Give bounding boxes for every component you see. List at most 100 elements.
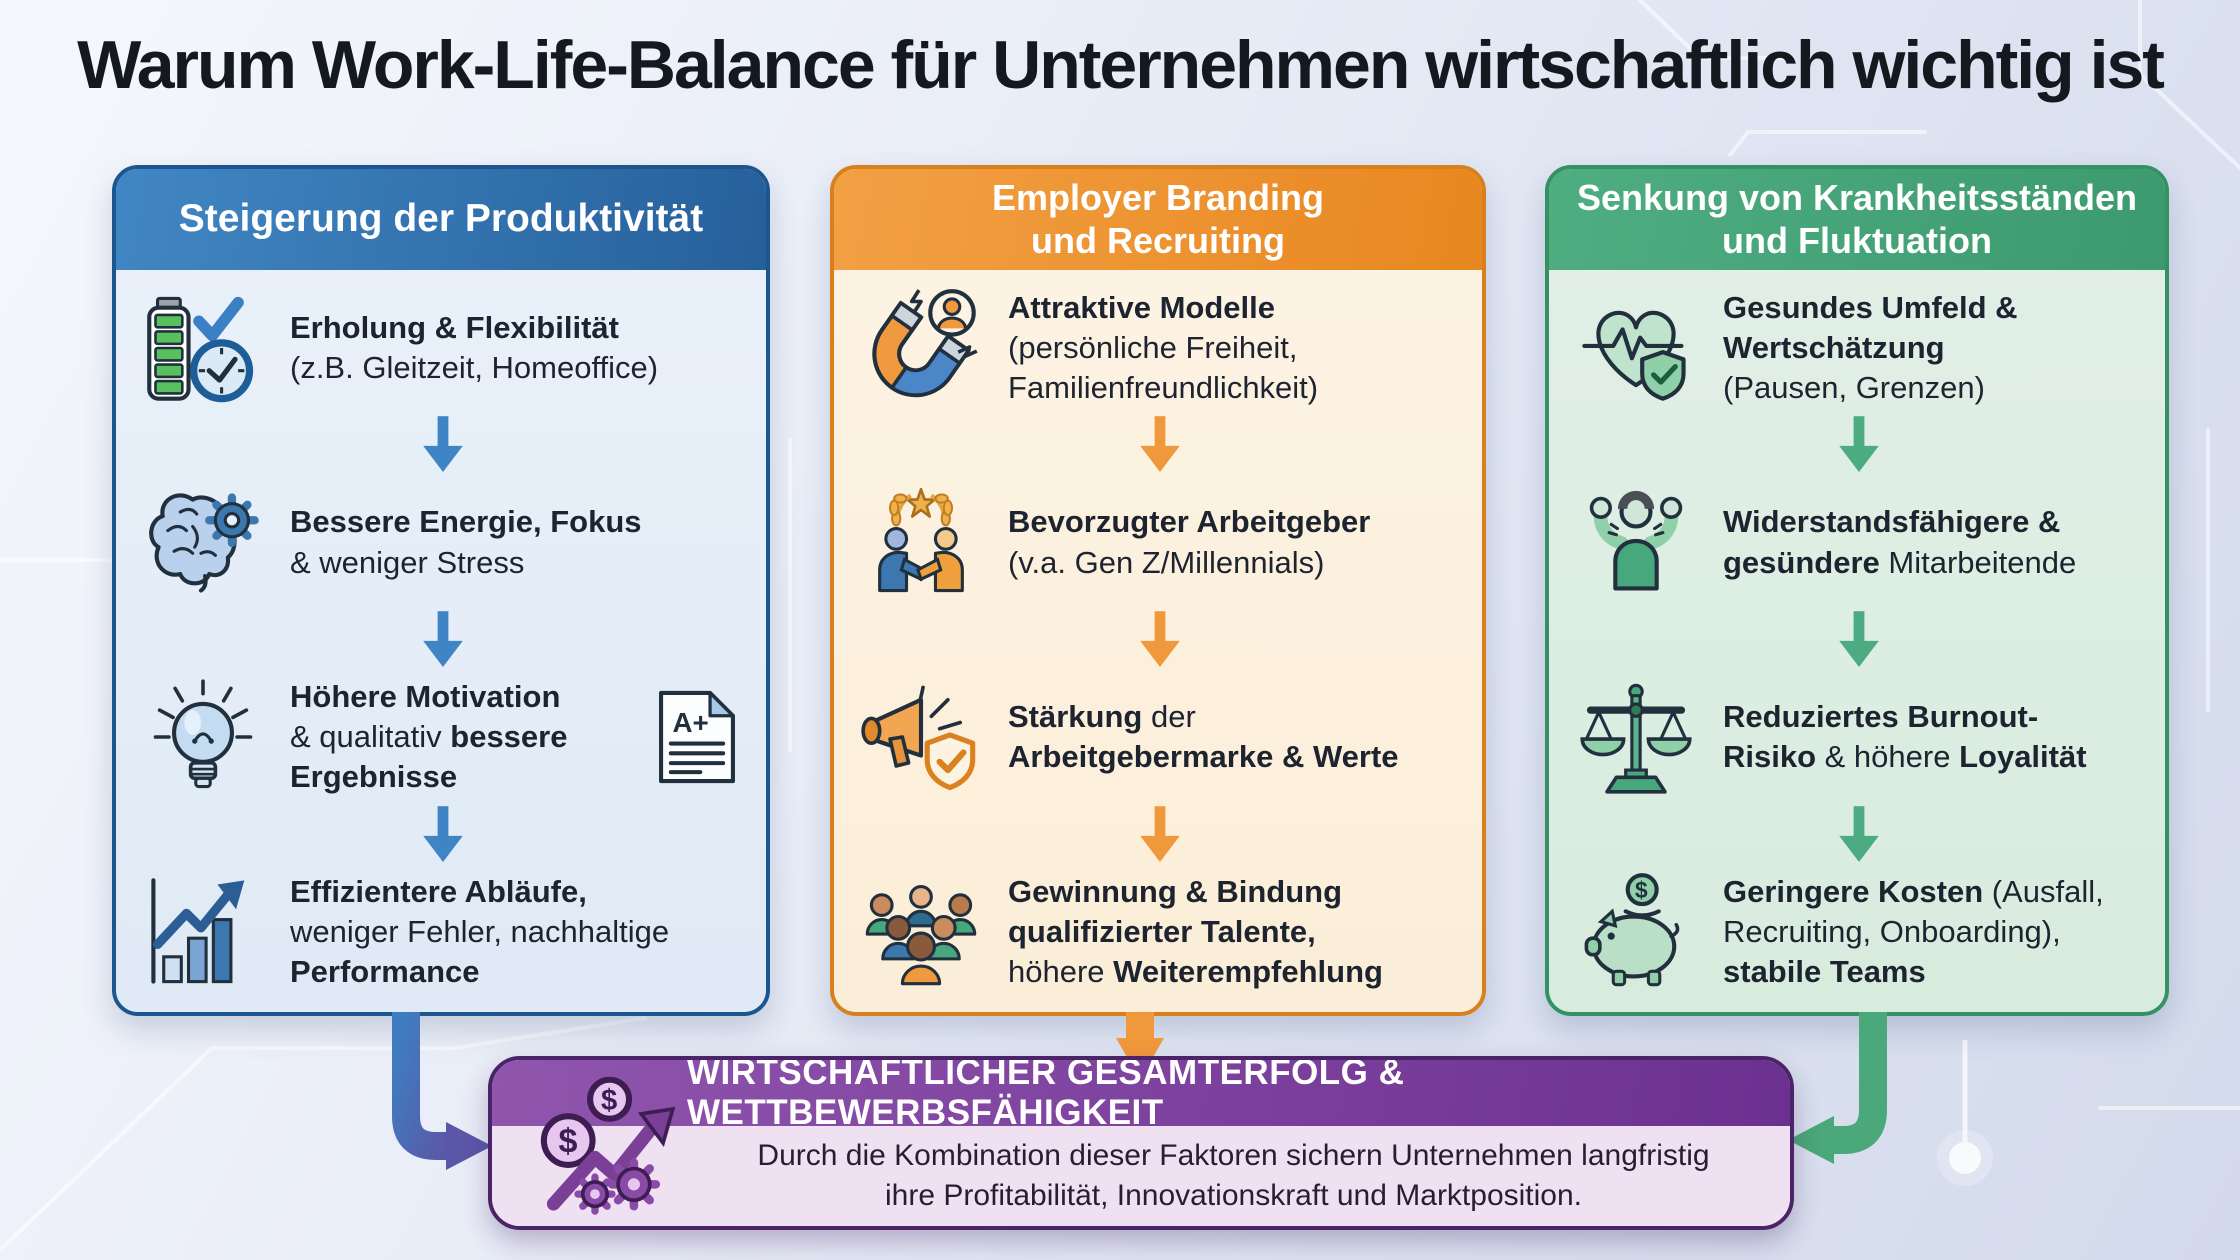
column-item: Effizientere Abläufe, weniger Fehler, nac… [140,870,746,994]
column-body-employer-branding: Attraktive Modelle (persönliche Freiheit,… [834,270,1482,1012]
page-title: Warum Work-Life-Balance für Unternehmen … [77,27,2165,103]
item-text-line: Ergebnisse [290,759,458,795]
column-header-line: und Fluktuation [1722,219,1992,261]
banner-line-1: Durch die Kombination dieser Faktoren si… [757,1139,1710,1173]
banner-line-2: ihre Profitabilität, Innovationskraft un… [884,1179,1583,1212]
item-text: Bessere Energie, Fokus & weniger Stress [290,502,746,583]
flow-down-arrow-icon [1832,805,1886,864]
item-text: Gewinnung & Bindung qualifizierter Talent… [1008,872,1462,993]
blue-connector-arrow [392,1012,492,1170]
item-text-line: weniger Fehler, nachhaltige [290,913,670,949]
item-text: Widerstandsfähigere & gesündere Mitarbeit… [1723,502,2145,583]
summary-banner: WIRTSCHAFTLICHER GESAMTERFOLG & WETTBEWE… [488,1056,1794,1230]
column-item: Attraktive Modelle (persönliche Freiheit,… [858,286,1462,410]
item-text-line: höhere Weiterempfehlung [1008,954,1383,990]
flow-down-arrow-icon [1133,416,1187,474]
column-header-line: und Recruiting [1031,219,1285,261]
item-text-line: (Pausen, Grenzen) [1723,370,1985,406]
item-text-line: Geringere Kosten (Ausfall, [1723,873,2104,909]
banner-title: WIRTSCHAFTLICHER GESAMTERFOLG & WETTBEWE… [687,1056,1405,1132]
column-productivity: Steigerung der Produktivität Erholung & … [112,165,770,1016]
aplus-doc-icon: A+ [648,678,746,796]
column-item: $ Geringere Kosten (Ausfall, Recruiting, … [1573,870,2145,994]
item-text: Effizientere Abläufe, weniger Fehler, nac… [290,872,746,993]
item-text-line: Wertschätzung [1723,329,1945,365]
battery-clock-icon [140,286,266,410]
column-item: Reduziertes Burnout- Risiko & höhere Loya… [1573,675,2145,799]
item-text-line: Performance [290,954,480,990]
item-text-line: Effizientere Abläufe, [290,873,587,909]
column-header-line: Steigerung der Produktivität [178,197,704,241]
piggy-bank-icon: $ [1573,870,1699,994]
flow-down-arrow-icon [1832,416,1886,474]
item-text-line: Risiko & höhere Loyalität [1723,739,2087,775]
column-item: Erholung & Flexibilität (z.B. Gleitzeit, … [140,286,746,410]
flow-down-arrow-icon [1133,805,1187,864]
svg-text:$: $ [558,1123,577,1161]
column-header-line: Employer Branding [991,177,1325,219]
column-item: Bessere Energie, Fokus & weniger Stress [140,481,746,605]
item-text-line: Gesundes Umfeld & [1723,289,2018,325]
banner-text-band: Durch die Kombination dieser Faktoren si… [492,1126,1790,1226]
scale-icon [1573,675,1699,799]
handshake-laurel-icon [858,481,984,605]
item-text-line: Familienfreundlichkeit) [1008,370,1319,406]
svg-text:$: $ [1635,877,1648,903]
item-text-line: qualifizierter Talente, [1008,913,1316,949]
flow-down-arrow-icon [1832,611,1886,669]
item-text-line: & weniger Stress [290,544,525,580]
item-text-line: (persönliche Freiheit, [1008,329,1298,365]
flow-down-arrow-icon [416,805,470,864]
svg-text:$: $ [601,1085,617,1117]
item-text-line: Attraktive Modelle [1008,289,1276,325]
column-header-line: Senkung von Krankheitsständen [1576,177,2138,219]
column-item: Gewinnung & Bindung qualifizierter Talent… [858,870,1462,994]
item-text-line: Bevorzugter Arbeitgeber [1008,504,1371,540]
column-body-health-retention: Gesundes Umfeld & Wertschätzung (Pausen, G… [1549,270,2165,1012]
item-text-line: stabile Teams [1723,954,1926,990]
column-item: Bevorzugter Arbeitgeber (v.a. Gen Z/Mille… [858,481,1462,605]
people-group-icon [858,870,984,994]
item-text-line: Erholung & Flexibilität [290,309,619,345]
column-header-productivity: Steigerung der Produktivität [116,169,766,270]
item-text-line: gesündere Mitarbeitende [1723,544,2077,580]
strong-person-icon [1573,481,1699,605]
flow-down-arrow-icon [416,611,470,669]
megaphone-shield-icon [858,675,984,799]
chart-up-icon [140,870,266,994]
svg-text:A+: A+ [673,707,709,738]
banner-title-band: WIRTSCHAFTLICHER GESAMTERFOLG & WETTBEWE… [492,1060,1790,1132]
item-text-line: Reduziertes Burnout- [1723,699,2039,735]
item-text: Bevorzugter Arbeitgeber (v.a. Gen Z/Mille… [1008,502,1462,583]
magnet-icon [858,286,984,410]
money-growth-icon: $ $ [522,1070,702,1216]
item-text-line: Stärkung der [1008,699,1196,735]
heart-ecg-shield-icon [1573,286,1699,410]
item-text-line: Recruiting, Onboarding), [1723,913,2061,949]
flow-down-arrow-icon [416,416,470,474]
flow-down-arrow-icon [1133,611,1187,669]
item-text-line: (z.B. Gleitzeit, Homeoffice) [290,350,659,385]
brain-gear-icon [140,481,266,605]
item-text-line: Gewinnung & Bindung [1008,873,1343,909]
item-text-line: Arbeitgebermarke & Werte [1008,739,1399,775]
item-text-line: Widerstandsfähigere & [1723,504,2061,540]
column-body-productivity: Erholung & Flexibilität (z.B. Gleitzeit, … [116,270,766,1012]
green-connector-arrow [1788,1012,1887,1164]
item-text-line: Höhere Motivation [290,678,561,714]
item-text-line: Bessere Energie, Fokus [290,504,642,540]
item-text-line: (v.a. Gen Z/Millennials) [1008,544,1325,580]
item-text-line: & qualitativ bessere [290,719,568,755]
item-text: Erholung & Flexibilität (z.B. Gleitzeit, … [290,308,746,389]
lightbulb-icon [140,675,266,799]
column-item: Widerstandsfähigere & gesündere Mitarbeit… [1573,481,2145,605]
item-text: Gesundes Umfeld & Wertschätzung (Pausen, G… [1723,288,2145,409]
item-text: Geringere Kosten (Ausfall, Recruiting, On… [1723,872,2145,993]
